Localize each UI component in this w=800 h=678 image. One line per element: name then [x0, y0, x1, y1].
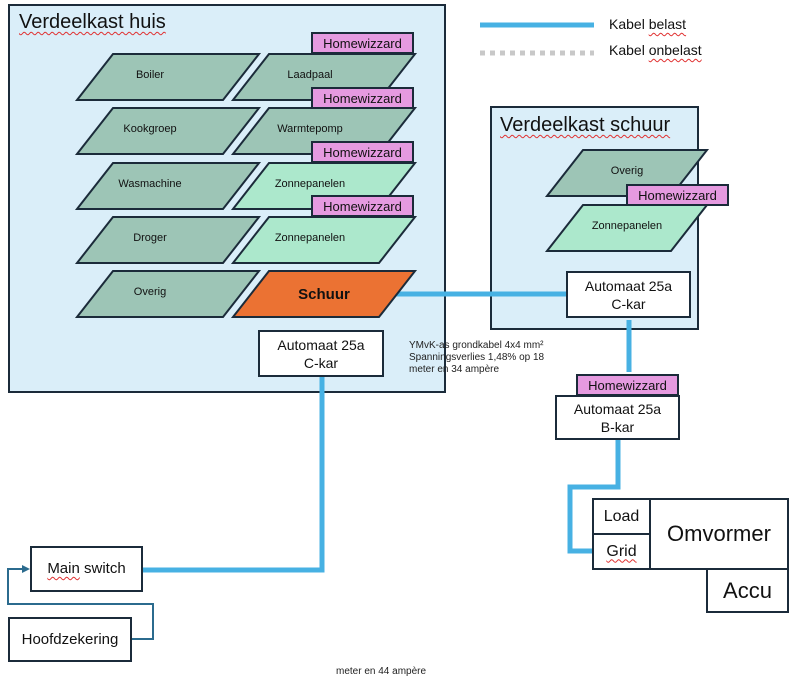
shed-title-text: Verdeelkast schuur: [500, 114, 671, 136]
grid-label: Grid: [606, 542, 637, 560]
bottom-note: meter en 44 ampère: [336, 666, 427, 677]
house-panel-title: Verdeelkast huis: [19, 11, 166, 33]
legend-unloaded-word: onbelast: [648, 42, 702, 58]
cable-bkar-to-grid: [567, 439, 621, 554]
cable-note-line1: YMvK-as grondkabel 4x4 mm²: [409, 340, 544, 351]
inverter-breaker-line2: B-kar: [600, 418, 635, 435]
meter-laadpaal: Homewizzard: [311, 32, 414, 54]
meter-zonnepanelen-2: Homewizzard: [311, 195, 414, 217]
house-breaker: Automaat 25a C-kar: [258, 330, 384, 377]
group-zonnepanelen-3: [230, 216, 418, 264]
legend-loaded-label: Kabel belast: [609, 16, 687, 32]
cable-note-line3: meter en 34 ampère: [409, 364, 500, 375]
group-label-kookgroep: Kookgroep: [123, 123, 177, 135]
shed-breaker-line2: C-kar: [611, 295, 646, 312]
group-label-droger: Droger: [133, 232, 167, 244]
group-label-schuur-4: Schuur: [298, 286, 350, 303]
group-label-zonnepanelen-2: Zonnepanelen: [274, 178, 346, 190]
grid-port: Grid: [592, 533, 651, 570]
group-overig: [74, 270, 262, 318]
group-droger: [74, 216, 262, 264]
meter-inverter: Homewizzard: [576, 374, 679, 396]
main-switch: Main switch: [30, 546, 143, 592]
load-port: Load: [592, 498, 651, 535]
group-label-wasmachine: Wasmachine: [118, 178, 182, 190]
group-label-zonnepanelen-3: Zonnepanelen: [274, 232, 346, 244]
cable-house-breaker-to-main: [142, 376, 325, 573]
group-kookgroep: [74, 107, 262, 155]
group-boiler: [74, 53, 262, 101]
fuse-to-switch-connector: [7, 568, 154, 640]
inverter-breaker: Automaat 25a B-kar: [555, 395, 680, 440]
shed-group-label-zonnepanelen: Zonnepanelen: [591, 220, 663, 232]
group-wasmachine: [74, 162, 262, 210]
meter-warmtepomp: Homewizzard: [311, 87, 414, 109]
cable-note: YMvK-as grondkabel 4x4 mm² Spanningsverl…: [409, 340, 544, 376]
meter-shed-zonnepanelen: Homewizzard: [626, 184, 729, 206]
shed-group-label-overig: Overig: [610, 165, 644, 177]
shed-breaker: Automaat 25a C-kar: [566, 271, 691, 318]
main-switch-word: Main: [47, 560, 80, 577]
shed-breaker-line1: Automaat 25a: [584, 277, 673, 294]
battery-box: Accu: [706, 568, 789, 613]
inverter-breaker-line1: Automaat 25a: [573, 400, 662, 417]
legend-loaded-word: belast: [648, 16, 687, 32]
group-label-boiler: Boiler: [135, 69, 165, 81]
main-fuse: Hoofdzekering: [8, 617, 132, 662]
inverter-box: Omvormer: [649, 498, 789, 570]
group-schuur-4: [230, 270, 418, 318]
meter-zonnepanelen-1: Homewizzard: [311, 141, 414, 163]
shed-panel-title: Verdeelkast schuur: [500, 114, 670, 137]
house-breaker-line2: C-kar: [303, 354, 339, 371]
arrow-head-icon: [22, 565, 30, 573]
group-label-laadpaal-0: Laadpaal: [287, 69, 333, 81]
group-label-overig: Overig: [133, 286, 167, 298]
legend-unloaded-label: Kabel onbelast: [609, 42, 702, 58]
cable-note-line2: Spanningsverlies 1,48% op 18: [409, 352, 545, 363]
group-label-warmtepomp-1: Warmtepomp: [277, 123, 343, 135]
house-breaker-line1: Automaat 25a: [277, 336, 365, 353]
